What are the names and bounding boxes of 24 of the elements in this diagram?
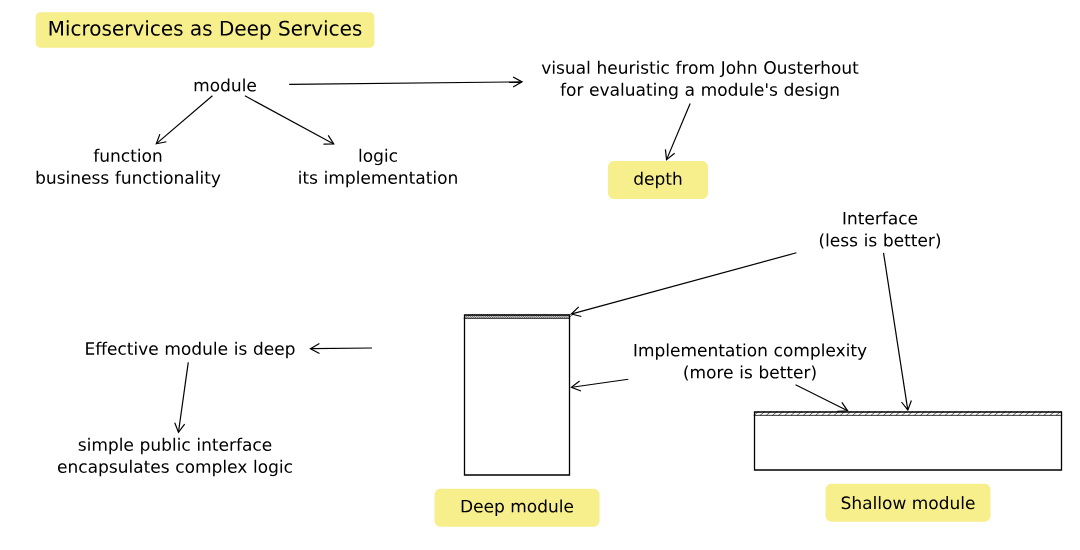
arrow [570, 378, 629, 392]
highlighted-label: Shallow module [825, 483, 991, 522]
note-text: Implementation complexity (more is better) [634, 343, 867, 381]
arrow [664, 102, 691, 161]
arrow [244, 95, 335, 145]
note-text: simple public interface encapsulates complex logic [58, 437, 292, 477]
note-text: logic its implementation [299, 148, 457, 188]
note-text: Interface (less is better) [819, 211, 941, 249]
arrow [882, 252, 912, 412]
arrow [174, 361, 189, 434]
arrow [309, 343, 373, 355]
highlighted-label: Deep module [434, 488, 600, 527]
title-highlight: Microservices as Deep Services [35, 12, 375, 48]
arrow [570, 252, 798, 318]
module-rectangle [463, 314, 574, 476]
note-text: module [194, 78, 256, 92]
arrow [794, 384, 849, 412]
note-text: Effective module is deep [86, 341, 295, 359]
note-text: function business functionality [36, 148, 221, 188]
highlighted-text: depth [608, 161, 708, 199]
note-text: visual heuristic from John Ousterhout for evaluating a module's design [541, 60, 859, 100]
arrow [288, 76, 524, 88]
module-rectangle [753, 411, 1063, 471]
arrow [155, 95, 213, 145]
